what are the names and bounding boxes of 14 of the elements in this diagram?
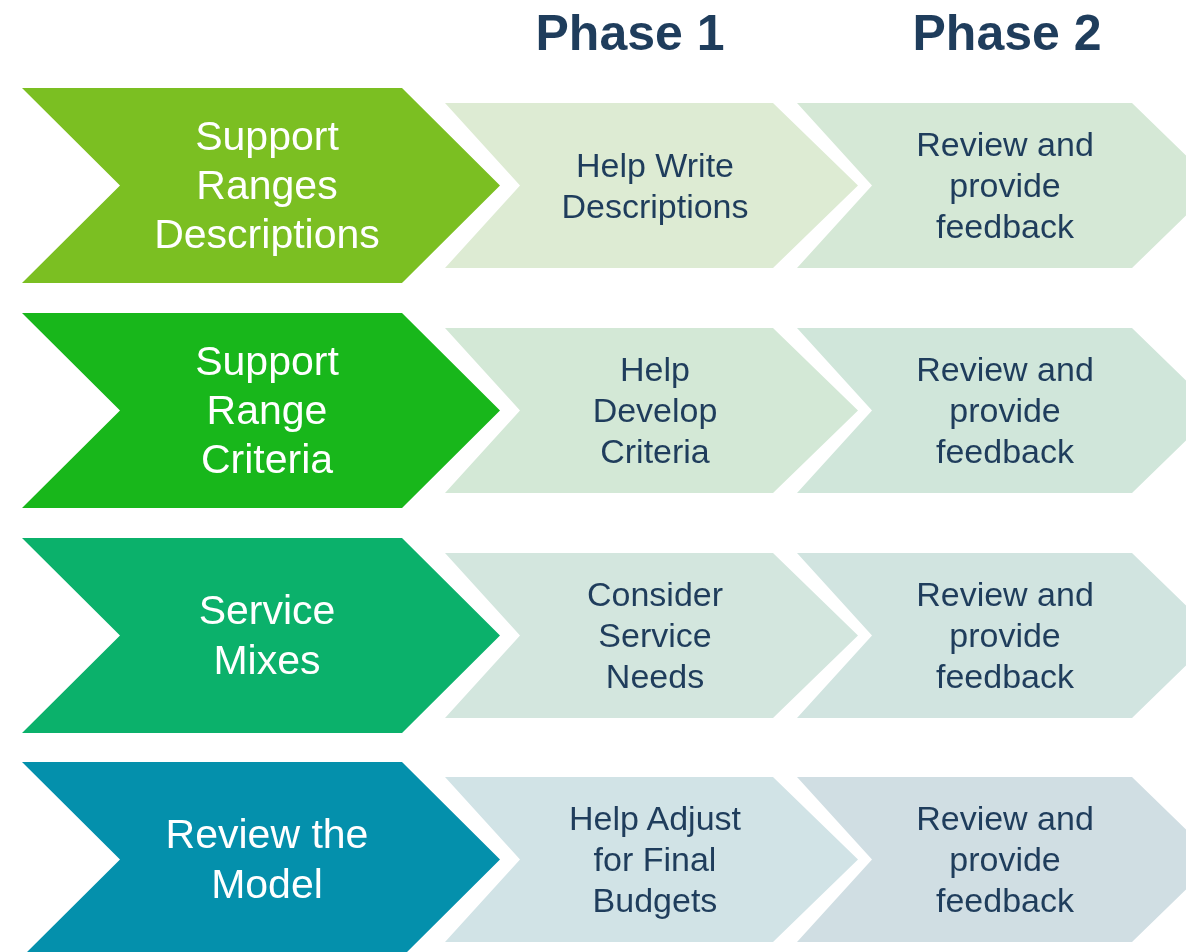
stage-label: Support Range Criteria bbox=[194, 336, 340, 485]
task-label: Help Develop Criteria bbox=[591, 349, 719, 472]
task-label: Review and provide feedback bbox=[915, 124, 1095, 247]
stage-label: Service Mixes bbox=[197, 586, 337, 685]
task-label: Help Adjust for Final Budgets bbox=[568, 798, 742, 921]
task-label: Review and provide feedback bbox=[915, 349, 1095, 472]
task-label: Review and provide feedback bbox=[915, 798, 1095, 921]
task-label: Help Write Descriptions bbox=[560, 144, 750, 227]
stage-label: Review the Model bbox=[164, 810, 370, 909]
phase-heading: Phase 1 bbox=[534, 4, 726, 62]
phase-heading: Phase 2 bbox=[911, 4, 1103, 62]
task-label: Review and provide feedback bbox=[915, 574, 1095, 697]
task-label: Consider Service Needs bbox=[585, 574, 725, 697]
stage-label: Support Ranges Descriptions bbox=[153, 111, 381, 260]
